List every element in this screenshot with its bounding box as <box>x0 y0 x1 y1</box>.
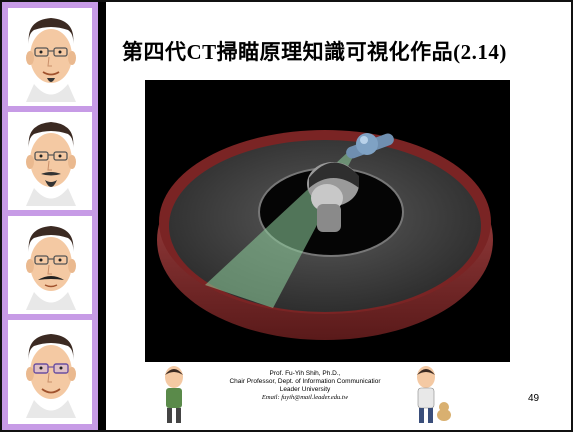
avatar-sidebar <box>2 2 98 430</box>
avatar-mustache-icon <box>26 226 76 310</box>
slide-title: 第四代CT掃瞄原理知識可視化作品(2.14) <box>122 40 507 64</box>
footer-university: Leader University <box>279 386 331 393</box>
page-number: 49 <box>528 393 540 404</box>
avatar-goatee-icon <box>26 122 76 206</box>
footer-credits: Prof. Fu-Yih Shih, Ph.D., Chair Professo… <box>200 370 410 426</box>
presenter-with-dog-icon <box>417 366 451 423</box>
footer-email: Email: fuyih@mail.leader.edu.tw <box>261 394 349 401</box>
sidebar-band <box>2 106 98 112</box>
sidebar-band <box>2 2 98 8</box>
sidebar-band <box>2 424 98 430</box>
avatar-glasses-icon <box>26 18 76 102</box>
sidebar-edge-right <box>92 2 98 430</box>
footer-name: Prof. Fu-Yih Shih, Ph.D., <box>269 370 341 377</box>
sidebar-band <box>2 314 98 320</box>
xray-tube <box>346 133 394 159</box>
sidebar-edge-left <box>2 2 8 430</box>
presenter-figure-icon <box>165 366 183 423</box>
sidebar-band <box>2 210 98 216</box>
head-model <box>307 162 359 232</box>
ct-scanner-illustration <box>145 80 510 362</box>
avatar-purple-glasses-icon <box>26 334 76 418</box>
divider-line <box>98 2 106 430</box>
footer-position: Chair Professor, Dept. of Information Co… <box>229 378 381 385</box>
